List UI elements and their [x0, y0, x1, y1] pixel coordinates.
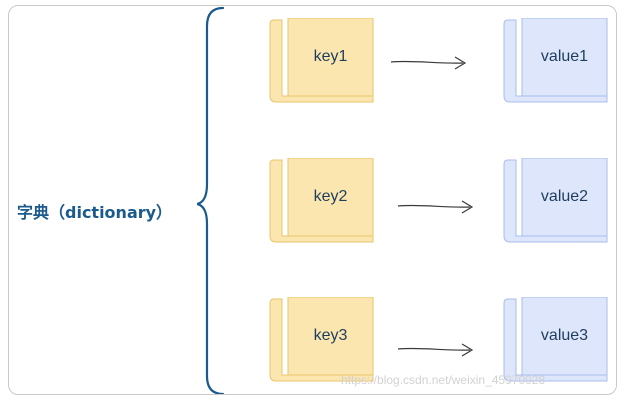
value-label-3: value3: [540, 327, 589, 344]
value-book-1: value1: [502, 18, 609, 103]
key-book-3: key3: [268, 297, 375, 382]
curly-brace: [197, 6, 225, 394]
value-book-icon: [503, 158, 608, 243]
key-book-icon: [269, 158, 374, 243]
value-book-3: value3: [502, 297, 609, 382]
watermark: https://blog.csdn.net/weixin_45970028: [341, 373, 546, 387]
key-book-icon: [269, 297, 374, 382]
key-book-icon: [269, 18, 374, 103]
key-label-3: key3: [313, 327, 348, 344]
key-label-1: key1: [313, 48, 348, 65]
value-label-2: value2: [540, 188, 589, 205]
value-book-icon: [503, 18, 608, 103]
value-label-1: value1: [540, 48, 589, 65]
key-book-1: key1: [268, 18, 375, 103]
dictionary-title: 字典（dictionary）: [17, 203, 173, 222]
key-book-2: key2: [268, 158, 375, 243]
diagram-frame: 字典（dictionary） key1 value1 key2: [8, 5, 617, 395]
value-book-icon: [503, 297, 608, 382]
arrow-2: [397, 200, 474, 214]
arrow-1: [390, 56, 467, 70]
arrow-3: [397, 343, 474, 357]
key-label-2: key2: [313, 188, 348, 205]
value-book-2: value2: [502, 158, 609, 243]
